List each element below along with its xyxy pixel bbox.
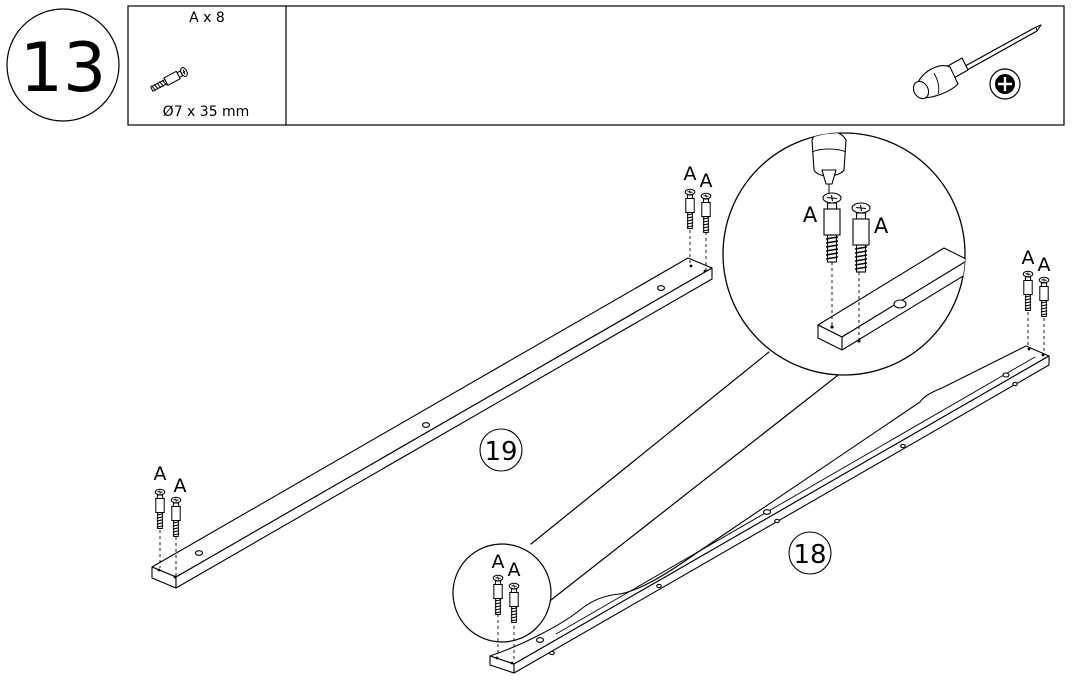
fitting-label: A xyxy=(700,170,713,192)
fitting-label: A xyxy=(154,463,167,485)
step-number-badge: 13 xyxy=(6,8,120,122)
phillips-head-icon xyxy=(989,68,1021,100)
rail-19: 19 xyxy=(151,257,713,589)
fitting-label: A xyxy=(1038,254,1051,276)
small-detail-callout: A A xyxy=(452,543,552,660)
fitting-label: A xyxy=(174,475,187,497)
detail-leader-lines xyxy=(530,351,843,601)
rail-18-far-fittings: A A xyxy=(1022,247,1051,354)
rail-19-label: 19 xyxy=(484,437,517,467)
phillips-screwdriver-icon xyxy=(912,24,1042,100)
fitting-label: A xyxy=(492,551,505,573)
rail-18-label: 18 xyxy=(793,540,826,570)
fitting-label: A xyxy=(508,559,521,581)
rail-19-far-fittings: A A xyxy=(684,163,713,270)
fitting-label: A xyxy=(803,203,818,227)
fitting-label: A xyxy=(874,214,889,238)
magnified-detail-callout: A A xyxy=(722,132,966,376)
step-number: 13 xyxy=(20,29,107,108)
rail-18: 18 xyxy=(489,345,1050,674)
rail-19-near-fittings: A A xyxy=(154,463,187,576)
fitting-label: A xyxy=(1022,247,1035,269)
parts-box: A x 8 Ø7 x 35 mm xyxy=(127,5,1065,126)
fitting-label: A xyxy=(684,163,697,185)
dimension-label: Ø7 x 35 mm xyxy=(163,104,250,120)
quantity-label: A x 8 xyxy=(189,10,225,26)
